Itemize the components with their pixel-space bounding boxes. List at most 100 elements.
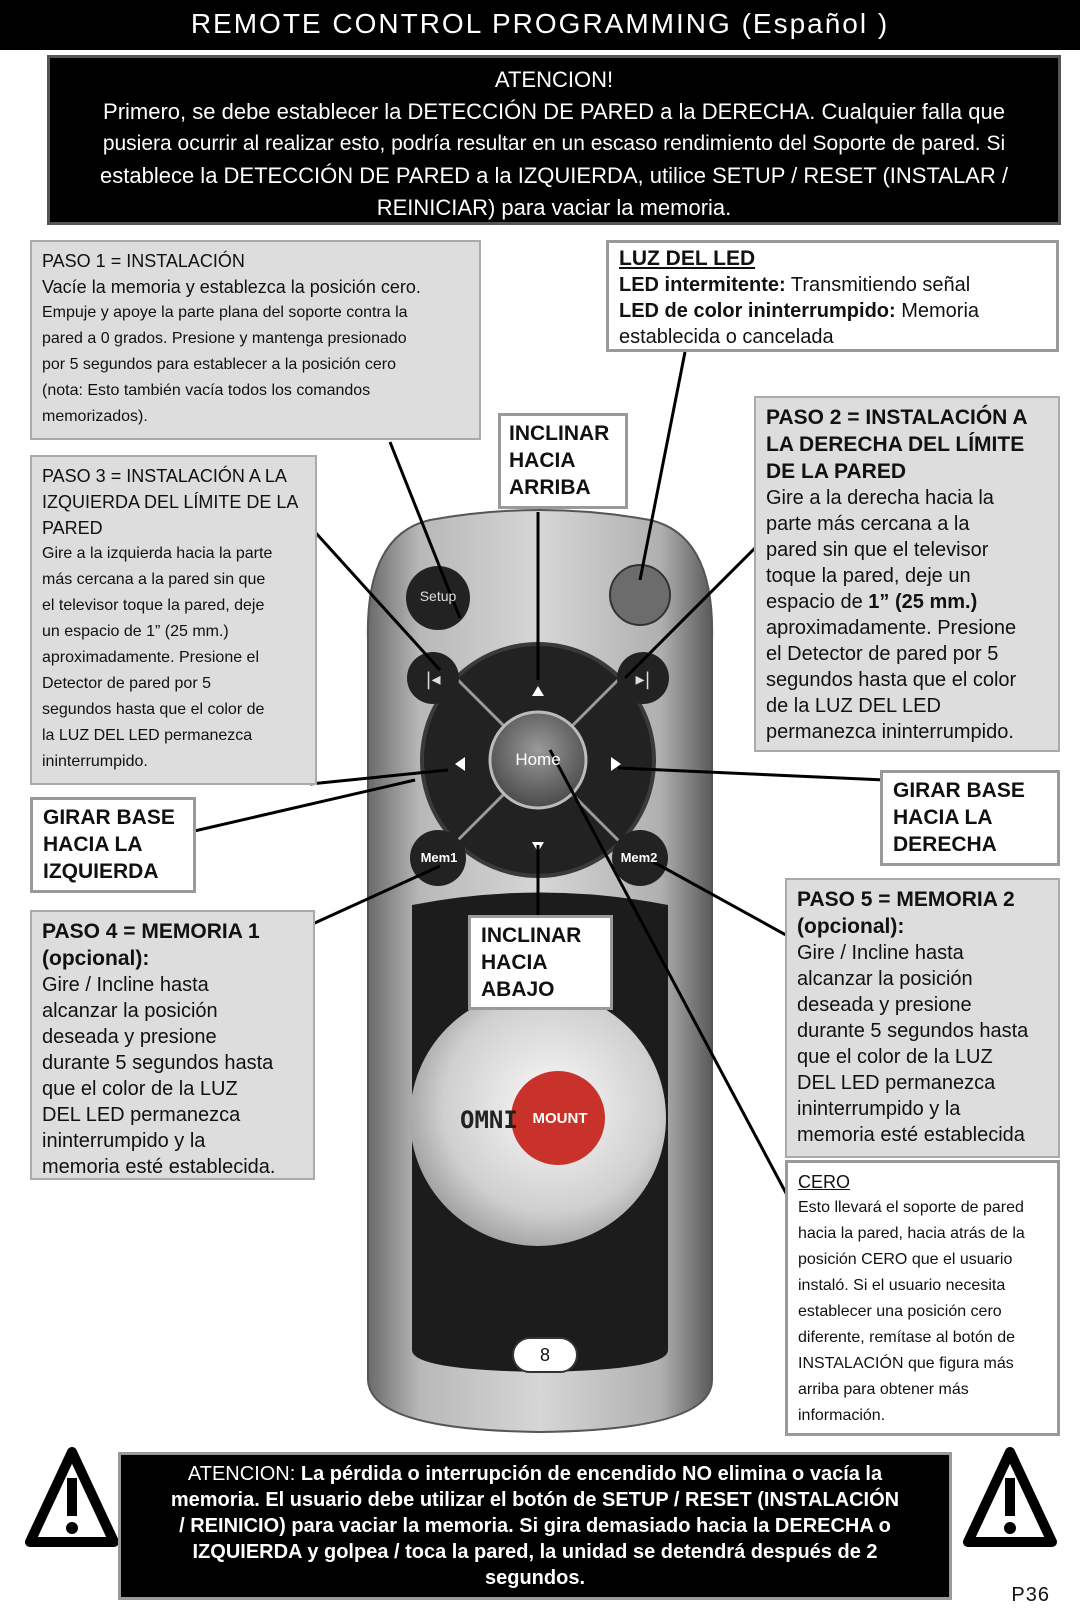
led-blinking-text: Transmitiendo señal: [785, 274, 971, 296]
cero-line: establecer una posición cero: [798, 1303, 1002, 1320]
paso4-line: alcanzar la posición: [42, 1000, 218, 1022]
pointer-line: [548, 749, 797, 1211]
home-label: Home: [515, 750, 561, 769]
cero-line: información.: [798, 1407, 886, 1424]
paso3-title: IZQUIERDA DEL LÍMITE DE LA: [42, 492, 299, 512]
prev-button: [407, 652, 459, 704]
paso1-subtitle: Vacíe la memoria y establezca la posició…: [42, 277, 421, 297]
warning-triangle-right-icon: [963, 1447, 1057, 1547]
logo-omni: OMNI: [460, 1106, 518, 1134]
page-number: P36: [1011, 1584, 1050, 1606]
paso2-line: espacio de: [766, 591, 869, 613]
mem2-label: Mem2: [620, 850, 658, 865]
inclinar-arriba-line: HACIA: [509, 449, 576, 472]
girar-izq-line: HACIA LA: [43, 833, 143, 856]
bottom-warning-line: La pérdida o interrupción de encendido N…: [295, 1463, 883, 1485]
paso4-line: DEL LED permanezca: [42, 1104, 241, 1126]
paso2-line: Gire a la derecha hacia la: [766, 487, 994, 509]
girar-izq-line: GIRAR BASE: [43, 806, 175, 829]
logo-mount: MOUNT: [532, 1110, 588, 1127]
bottom-warning-box: ATENCION: La pérdida o interrupción de e…: [118, 1452, 952, 1600]
paso3-line: un espacio de 1” (25 mm.): [42, 623, 229, 640]
girar-der-line: DERECHA: [893, 833, 997, 856]
pointer-line: [313, 530, 442, 672]
up-arrow-icon: [532, 686, 544, 696]
paso3-line: ininterrumpido.: [42, 753, 148, 770]
paso3-line: Detector de pared por 5: [42, 675, 211, 692]
paso3-line: segundos hasta que el color de: [42, 701, 265, 718]
inclinar-arriba-line: ARRIBA: [509, 476, 591, 499]
pointer-line: [388, 441, 462, 619]
paso3-title: PARED: [42, 518, 103, 538]
paso5-title: (opcional):: [797, 915, 905, 938]
paso5-line: deseada y presione: [797, 994, 972, 1016]
paso1-line: Empuje y apoye la parte plana del soport…: [42, 304, 408, 321]
paso1-title: PASO 1 = INSTALACIÓN: [42, 251, 245, 271]
omnimount-logo-circle: [511, 1071, 605, 1165]
paso2-line: toque la pared, deje un: [766, 565, 971, 587]
paso2-line: parte más cercana a la: [766, 513, 970, 535]
paso2-line: pared sin que el televisor: [766, 539, 989, 561]
paso4-title: PASO 4 = MEMORIA 1: [42, 920, 260, 943]
girar-izq-line: IZQUIERDA: [43, 860, 159, 883]
home-button: [488, 710, 588, 810]
paso3-line: Gire a la izquierda hacia la parte: [42, 545, 273, 562]
cero-line: INSTALACIÓN que figura más: [798, 1355, 1014, 1372]
led-solid-text-cont: establecida o cancelada: [619, 326, 834, 348]
bottom-warning-line: IZQUIERDA y golpea / toca la pared, la u…: [192, 1541, 878, 1563]
paso2-line: permanezca ininterrumpido.: [766, 721, 1014, 743]
setup-label: Setup: [419, 588, 457, 604]
next-button: [617, 652, 669, 704]
page-badge: 8: [512, 1337, 578, 1373]
paso4-line: que el color de la LUZ: [42, 1078, 238, 1100]
paso4-line: Gire / Incline hasta: [42, 974, 209, 996]
paso4-title: (opcional):: [42, 947, 150, 970]
paso3-box: PASO 3 = INSTALACIÓN A LA IZQUIERDA DEL …: [30, 455, 317, 785]
paso2-title: PASO 2 = INSTALACIÓN A: [766, 406, 1028, 429]
girar-der-line: GIRAR BASE: [893, 779, 1025, 802]
paso2-line: el Detector de pared por 5: [766, 643, 999, 665]
paso4-line: durante 5 segundos hasta: [42, 1052, 274, 1074]
girar-der-line: HACIA LA: [893, 806, 993, 829]
warning-line: REINICIAR) para vaciar la memoria.: [376, 195, 732, 220]
warning-heading: ATENCION!: [494, 67, 614, 92]
top-warning-box: ATENCION! Primero, se debe establecer la…: [47, 55, 1061, 225]
bottom-warning-line: memoria. El usuario debe utilizar el bot…: [170, 1489, 900, 1511]
inclinar-abajo-box: INCLINAR HACIA ABAJO: [468, 915, 613, 1010]
paso4-line: ininterrumpido y la: [42, 1130, 206, 1152]
paso1-line: (nota: Esto también vacía todos los coma…: [42, 382, 371, 399]
cero-line: Esto llevará el soporte de pared: [798, 1199, 1024, 1216]
warning-line: establece la DETECCIÓN DE PARED a la IZQ…: [100, 163, 1008, 188]
paso4-line: memoria esté establecida.: [42, 1156, 276, 1178]
paso3-line: la LUZ DEL LED permanezca: [42, 727, 253, 744]
paso3-line: aproximadamente. Presione el: [42, 649, 260, 666]
bottom-warning-line: segundos.: [484, 1567, 585, 1589]
girar-derecha-box: GIRAR BASE HACIA LA DERECHA: [880, 770, 1060, 866]
left-arrow-icon: [455, 757, 465, 771]
paso5-line: ininterrumpido y la: [797, 1098, 961, 1120]
paso2-spacing: 1” (25 mm.): [868, 591, 978, 613]
pointer-line: [649, 858, 796, 942]
cero-title: CERO: [798, 1172, 851, 1192]
mem1-label: Mem1: [420, 850, 458, 865]
paso5-line: Gire / Incline hasta: [797, 942, 964, 964]
page-header: REMOTE CONTROL PROGRAMMING (Español ): [0, 0, 1080, 50]
inclinar-abajo-line: INCLINAR: [481, 924, 582, 947]
warning-line: Primero, se debe establecer la DETECCIÓN…: [103, 99, 1005, 124]
paso4-line: deseada y presione: [42, 1026, 217, 1048]
paso5-line: que el color de la LUZ: [797, 1046, 993, 1068]
pointer-line: [189, 778, 416, 834]
cero-box: CERO Esto llevará el soporte de pared ha…: [785, 1160, 1060, 1436]
bottom-warning-lead: ATENCION:: [187, 1463, 296, 1485]
inclinar-arriba-line: INCLINAR: [509, 422, 610, 445]
pointer-line: [638, 351, 687, 581]
paso2-box: PASO 2 = INSTALACIÓN A LA DERECHA DEL LÍ…: [754, 396, 1060, 752]
cero-line: posición CERO que el usuario: [798, 1251, 1013, 1268]
warning-triangle-left-icon: [25, 1447, 119, 1547]
pointer-line: [623, 538, 765, 680]
paso4-box: PASO 4 = MEMORIA 1 (opcional): Gire / In…: [30, 910, 315, 1180]
led-light: [609, 564, 671, 626]
cero-line: diferente, remítase al botón de: [798, 1329, 1016, 1346]
warning-line: pusiera ocurrir al realizar esto, podría…: [102, 132, 1006, 155]
pointer-line: [617, 766, 886, 782]
